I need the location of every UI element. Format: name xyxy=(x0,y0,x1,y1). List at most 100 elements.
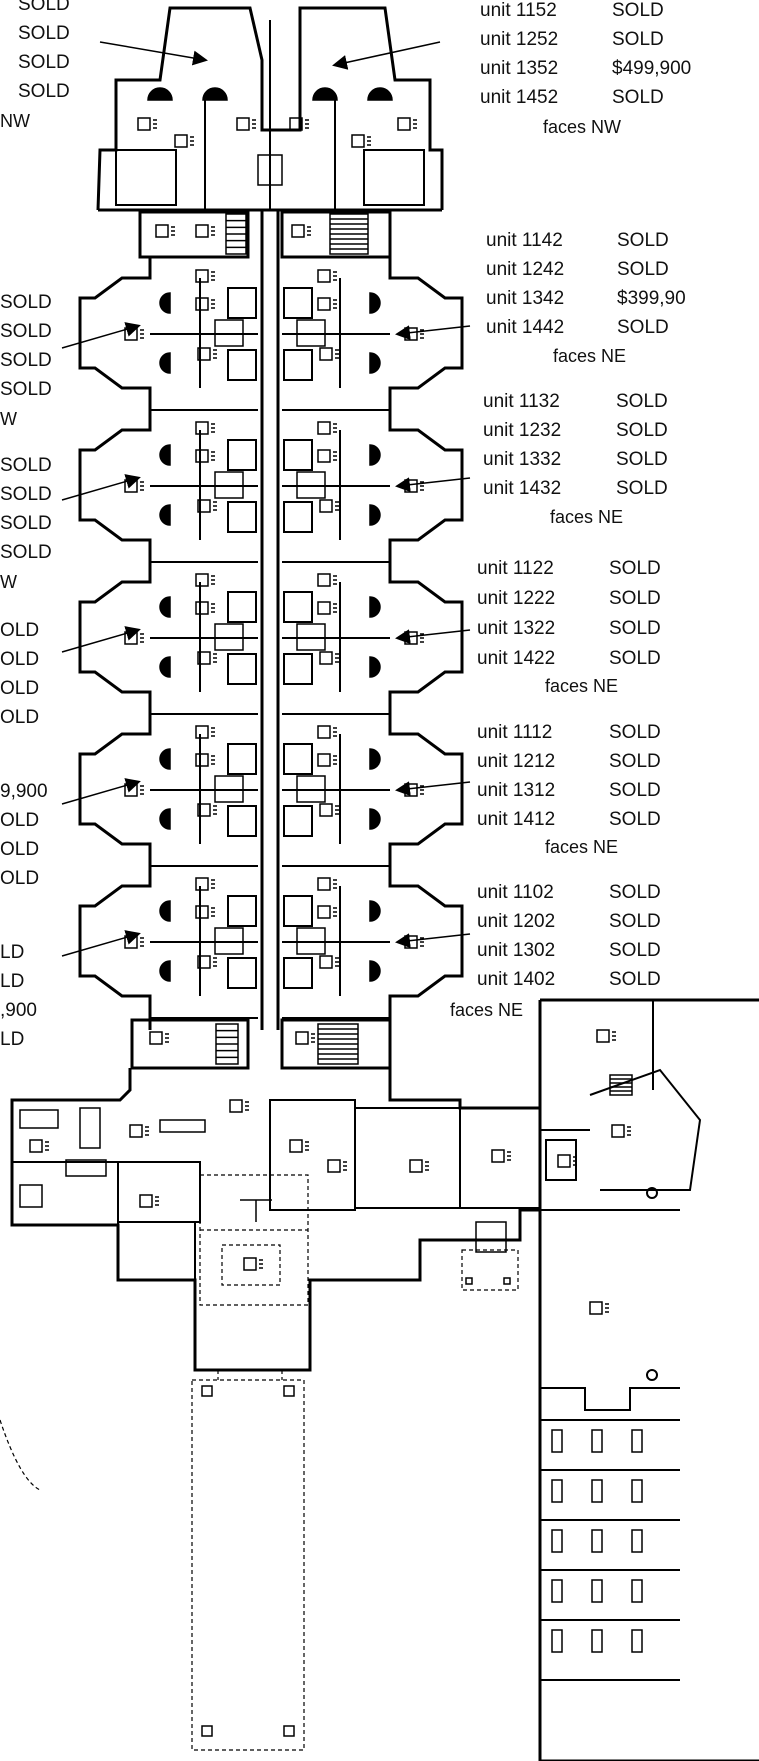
room-tag-box xyxy=(197,803,211,817)
unit-status: SOLD xyxy=(617,230,669,251)
unit-bath xyxy=(227,805,257,837)
room-tag xyxy=(195,297,215,311)
room-tag xyxy=(317,449,337,463)
room-tag xyxy=(197,347,217,361)
room-tag-box xyxy=(611,1124,625,1138)
room-tag xyxy=(317,601,337,615)
room-tag xyxy=(197,651,217,665)
east-unit-outline xyxy=(388,866,464,1018)
unit-bath xyxy=(283,957,313,989)
unit-status: SOLD xyxy=(617,259,669,280)
room-tag xyxy=(409,1159,429,1173)
room-tag xyxy=(557,1154,577,1168)
column xyxy=(201,1385,213,1397)
room-tag xyxy=(611,1124,631,1138)
room-tag-box xyxy=(317,269,331,283)
toilet-stall xyxy=(631,1529,643,1553)
door-swing xyxy=(159,596,171,618)
door-swing xyxy=(369,352,381,374)
room-tag xyxy=(351,134,371,148)
unit-number: unit 1352 xyxy=(480,58,559,79)
room-tag xyxy=(317,905,337,919)
room-tag xyxy=(317,725,337,739)
cut-off-label: OLD xyxy=(0,810,40,831)
room-tag xyxy=(197,499,217,513)
toilet-stall xyxy=(631,1579,643,1603)
column xyxy=(465,1277,473,1285)
toilet-stall xyxy=(551,1479,563,1503)
room-tag xyxy=(124,631,144,645)
east-unit-outline xyxy=(388,410,464,562)
stair-core-north xyxy=(280,210,392,259)
room-tag-box xyxy=(327,1159,341,1173)
room-tag-box xyxy=(404,783,418,797)
room-tag-box xyxy=(589,1301,603,1315)
view-arrow xyxy=(332,41,441,70)
door-swing xyxy=(159,504,171,526)
unit-bath xyxy=(283,895,313,927)
cut-off-label: SOLD xyxy=(0,455,52,476)
toilet-stall xyxy=(551,1529,563,1553)
room-tag xyxy=(129,1124,149,1138)
cut-off-label: SOLD xyxy=(0,513,52,534)
vestibule xyxy=(475,1221,507,1253)
stair-well xyxy=(609,1074,633,1096)
unit-status: SOLD xyxy=(616,420,668,441)
room-tag-box xyxy=(197,499,211,513)
lobby-inner-dashed xyxy=(221,1244,281,1286)
room-tag xyxy=(137,117,157,131)
west-unit-outline xyxy=(78,410,152,562)
room-tag xyxy=(319,955,339,969)
unit-status: SOLD xyxy=(612,29,664,50)
unit-status: SOLD xyxy=(616,478,668,499)
unit-bath xyxy=(227,895,257,927)
kitchen-counter xyxy=(214,623,244,651)
room-tag-box xyxy=(139,1194,153,1208)
toilet-stall xyxy=(551,1629,563,1653)
toilet-stall xyxy=(631,1429,643,1453)
room-tag-box xyxy=(149,1031,163,1045)
door-swing xyxy=(369,292,381,314)
room-tag-box xyxy=(197,651,211,665)
unit-status: SOLD xyxy=(612,0,664,21)
room-tag-box xyxy=(404,327,418,341)
unit-status: SOLD xyxy=(609,969,661,990)
podium-outline xyxy=(10,1068,540,1372)
unit-status: SOLD xyxy=(609,809,661,830)
room-tag xyxy=(291,224,311,238)
cut-off-label: SOLD xyxy=(0,350,52,371)
room-tag-box xyxy=(195,725,209,739)
door-swing xyxy=(159,900,171,922)
room-tag-box xyxy=(397,117,411,131)
west-unit-outline xyxy=(78,258,152,410)
kitchen-counter xyxy=(214,775,244,803)
room-tag xyxy=(317,573,337,587)
room-tag-box xyxy=(295,1031,309,1045)
view-arrow xyxy=(61,930,141,957)
room-tag xyxy=(174,134,194,148)
cut-off-label: OLD xyxy=(0,649,40,670)
door-swing xyxy=(159,656,171,678)
door-swing xyxy=(369,504,381,526)
cut-off-label: SOLD xyxy=(0,379,52,400)
room-tag-box xyxy=(404,935,418,949)
unit-status: SOLD xyxy=(609,588,661,609)
counter xyxy=(159,1119,206,1133)
cut-off-label: SOLD xyxy=(0,292,52,313)
room-tag xyxy=(195,905,215,919)
room-tag-box xyxy=(317,573,331,587)
unit-bath xyxy=(283,653,313,685)
room-tag-box xyxy=(351,134,365,148)
toilet-stall xyxy=(631,1479,643,1503)
column-round xyxy=(646,1369,658,1381)
cut-off-label: SOLD xyxy=(18,52,70,73)
unit-bath xyxy=(227,653,257,685)
room-tag xyxy=(195,725,215,739)
room-tag xyxy=(29,1139,49,1153)
lobby-dashed-area xyxy=(199,1174,309,1306)
facing-label: faces NW xyxy=(543,117,622,137)
room-tag-box xyxy=(29,1139,43,1153)
room-tag xyxy=(124,783,144,797)
unit-number: unit 1122 xyxy=(477,558,554,579)
room-tag-box xyxy=(317,449,331,463)
